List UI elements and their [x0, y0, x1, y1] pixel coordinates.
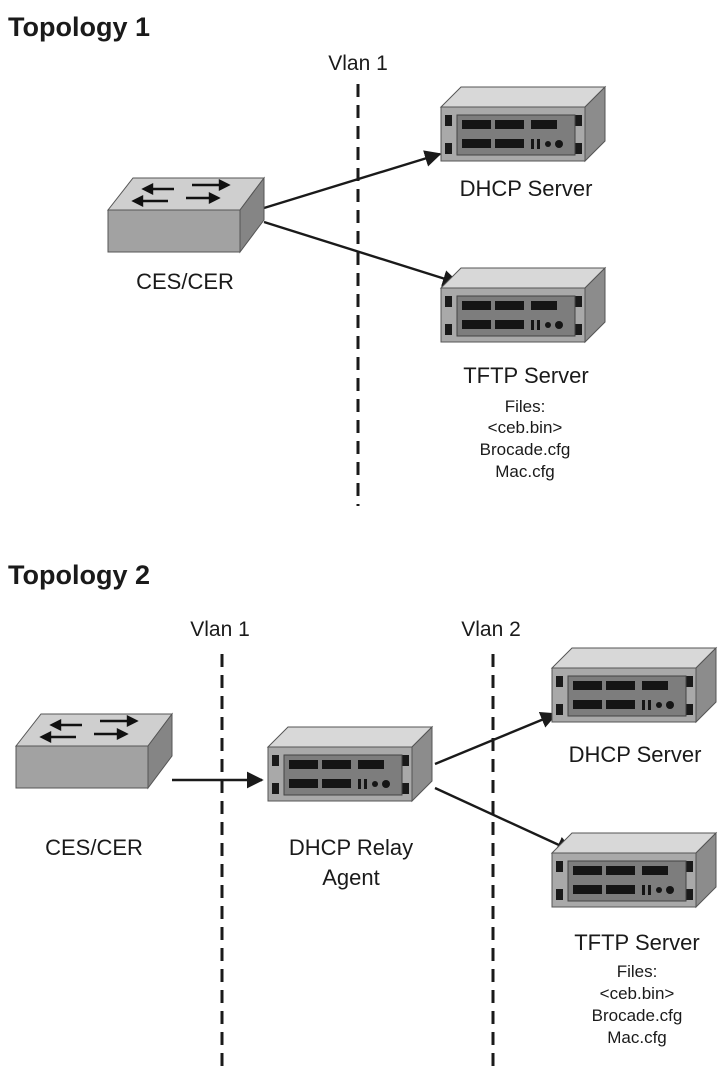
- topology2-heading: Topology 2: [8, 560, 150, 590]
- topology1-tftp-server-label: TFTP Server: [463, 363, 589, 388]
- topology1-tftp-file-line: Mac.cfg: [495, 462, 555, 481]
- topology1-tftp-file-line: Brocade.cfg: [480, 440, 571, 459]
- topology1-switch-label: CES/CER: [136, 269, 234, 294]
- topology2-tftp-server-icon: [551, 832, 717, 908]
- topology2-relay-agent-label: Agent: [322, 865, 380, 890]
- topology2-relay-agent-label: DHCP Relay: [289, 835, 413, 860]
- topology2-tftp-file-line: Mac.cfg: [607, 1028, 667, 1047]
- topology2-dhcp-server-label: DHCP Server: [569, 742, 702, 767]
- topology2-switch-icon: [14, 712, 174, 790]
- topology1-heading: Topology 1: [8, 12, 150, 42]
- topology2-vlan2-label: Vlan 2: [461, 618, 521, 641]
- topology2-link-relay-to-tftp: [434, 786, 574, 853]
- topology1-tftp-file-line: <ceb.bin>: [488, 418, 563, 437]
- topology2-tftp-file-line: Brocade.cfg: [592, 1006, 683, 1025]
- topology1-vlan1-label: Vlan 1: [328, 52, 388, 75]
- topology2-relay-agent-icon: [267, 726, 433, 802]
- topology1-link-switch-to-tftp: [263, 220, 460, 287]
- topology2-vlan1-label: Vlan 1: [190, 618, 250, 641]
- topology2-tftp-file-line: <ceb.bin>: [600, 984, 675, 1003]
- topology2-tftp-server-label: TFTP Server: [574, 930, 700, 955]
- topology2-link-relay-to-dhcp: [434, 712, 558, 766]
- topology2-dhcp-server-icon: [551, 647, 717, 723]
- topology2-tftp-file-line: Files:: [617, 962, 658, 981]
- topology1-dhcp-server-label: DHCP Server: [460, 176, 593, 201]
- topology2-switch-label: CES/CER: [45, 835, 143, 860]
- topology1-dhcp-server-icon: [440, 86, 606, 162]
- topology1-switch-icon: [106, 176, 266, 254]
- topology1-tftp-file-line: Files:: [505, 397, 546, 416]
- topology1-tftp-server-icon: [440, 267, 606, 343]
- topology1-link-switch-to-dhcp: [263, 150, 442, 210]
